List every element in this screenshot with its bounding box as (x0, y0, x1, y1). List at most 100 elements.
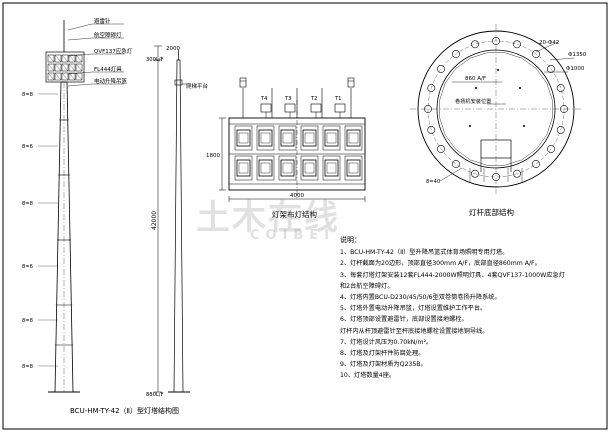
fixing-point (519, 87, 521, 89)
note-item: 8、灯塔及灯架杆件防腐处理。 (340, 350, 425, 358)
tower-lamp (54, 72, 62, 81)
emergency-light (310, 103, 322, 113)
anchor-bolt-hole (547, 65, 555, 73)
floodlight (236, 159, 251, 177)
anchor-bolt-hole (513, 40, 521, 49)
floodlight (302, 129, 317, 147)
tower-elevation: 8=88=68=88=68=88=8 避雷针航空障碍灯QVF137应急灯FL44… (22, 17, 209, 415)
floodlight-bracket (322, 155, 341, 181)
tower-lamp (54, 63, 62, 72)
callout-leader (67, 83, 93, 87)
fixing-point (475, 87, 477, 89)
tower-lamp (47, 54, 55, 63)
watermark-text: 土木在线 (196, 198, 340, 238)
floodlight (258, 159, 273, 177)
winch-mount (480, 139, 512, 159)
mid-diameter-label: Φ1000 (566, 66, 585, 72)
thickness-mark: 8=8 (22, 318, 33, 324)
anchor-bolt-hole (437, 65, 445, 73)
thickness-mark: 8=6 (22, 144, 33, 150)
floodlight-bracket (300, 155, 319, 181)
thickness-mark: 8=8 (22, 201, 33, 207)
floodlight (324, 159, 339, 177)
door-mark: 8=40 (426, 179, 440, 185)
anchor-bolt-hole (547, 145, 555, 153)
tower-lamp (47, 72, 55, 81)
tower-lamp (54, 54, 62, 63)
fixing-point (469, 125, 471, 127)
callout-leader (67, 37, 93, 41)
tower-lamp (61, 63, 69, 72)
maintenance-platform (174, 79, 183, 86)
callout-leader (67, 53, 93, 57)
anchor-bolt-hole (556, 126, 565, 134)
thickness-mark: 8=8 (22, 92, 33, 98)
anchor-bolt-hole (427, 126, 436, 134)
emergency-light-label: T3 (284, 96, 291, 102)
tower-lamp-head (45, 51, 85, 83)
callout-leader (67, 23, 93, 31)
floodlight-bracket (256, 155, 275, 181)
floodlight-bracket (256, 125, 275, 151)
floodlight (258, 129, 273, 147)
note-item: 10、灯塔数量4座。 (340, 372, 396, 380)
pole-side-view (173, 59, 184, 393)
notes-list: 1、BCU-HM-TY-42（Ⅱ）型升降吊篮式体育场照明专用灯塔。2、灯杆截面为… (340, 247, 602, 381)
note-item: 灯杆内从杆顶避雷针至杆底接地螺栓设置接地铜导线。 (340, 327, 489, 335)
anchor-bolt-hole (437, 145, 445, 153)
outer-diameter-label: Φ1350 (568, 52, 587, 58)
floodlight-bracket (278, 155, 297, 181)
tower-lamp (61, 72, 69, 81)
watermark-sub: COIBEI (250, 228, 336, 243)
floodlight-bracket (322, 125, 341, 151)
note-item: 2、灯杆截面为20边形，顶部直径300mm A/F，底部直径860mm A/F。 (340, 260, 541, 268)
callout-leader (67, 71, 93, 75)
tower-lamp (68, 63, 76, 72)
note-item: 3、每套灯塔灯架安装12套FL444-2000W照明灯具、4套QVF137-10… (340, 271, 565, 279)
note-item: 5、灯塔外置电动升降吊篮，灯塔设置维护工作平台。 (340, 305, 487, 313)
floodlight-bracket (234, 125, 253, 151)
fixing-point (497, 69, 499, 71)
anchor-bolt-hole (513, 169, 521, 178)
anchor-bolt-hole (532, 50, 540, 58)
base-plate-drawing: 20-Φ42 Φ1350 Φ1000 860 A/F 卷扬机安装位置 8=40 … (410, 24, 587, 217)
frame-caption: 灯架布灯结构 (272, 209, 317, 219)
fixing-point (523, 125, 525, 127)
top-size-mark: 300L/F (146, 57, 164, 63)
emergency-light (334, 103, 346, 113)
callout-label: 避雷针 (94, 17, 111, 25)
floodlight (280, 129, 295, 147)
bolt-count-label: 20-Φ42 (539, 40, 559, 46)
tower-lamp (47, 63, 55, 72)
tower-caption: BCU-HM-TY-42（Ⅱ）型灯塔结构图 (70, 406, 179, 415)
floodlight (346, 159, 361, 177)
bottom-size-mark: 880L/F (146, 392, 164, 398)
tower-lamp (68, 54, 76, 63)
floodlight-bracket (278, 125, 297, 151)
floodlight-bracket (234, 155, 253, 181)
emergency-light-label: T2 (310, 96, 317, 102)
tower-lamp (61, 54, 69, 63)
floodlight-bracket (300, 125, 319, 151)
callout-label: 航空障碍灯 (94, 31, 122, 39)
note-item: 6、灯塔顶部设置避雷针，底部设置接地螺栓。 (340, 316, 468, 324)
floodlight (302, 159, 317, 177)
emergency-light (260, 103, 272, 113)
frame-width-dim: 4000 (290, 193, 304, 199)
aviation-light (239, 77, 247, 88)
emergency-light-label: T4 (260, 96, 268, 102)
note-item: 9、灯塔及灯架材质为Q235B。 (340, 361, 427, 369)
anchor-bolt-hole (556, 84, 565, 92)
anchor-bolt-hole (452, 160, 460, 168)
dim-42000: 42000 (151, 211, 158, 230)
thickness-mark: 8=6 (22, 264, 33, 270)
anchor-bolt-hole (532, 160, 540, 168)
anchor-bolt-hole (427, 84, 436, 92)
design-notes: 说明： 1、BCU-HM-TY-42（Ⅱ）型升降吊篮式体育场照明专用灯塔。2、灯… (340, 235, 602, 382)
thickness-mark: 8=8 (22, 364, 33, 370)
emergency-light-label: T1 (334, 96, 341, 102)
